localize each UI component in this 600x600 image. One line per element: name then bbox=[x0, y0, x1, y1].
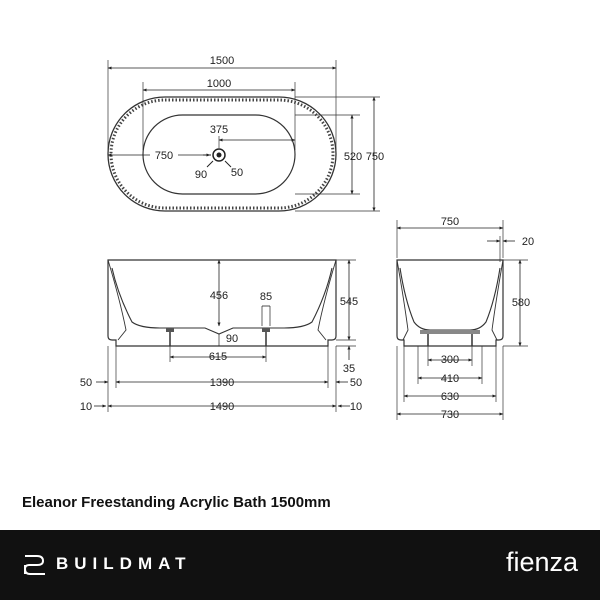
label-drain-b: 50 bbox=[231, 167, 243, 179]
label-left-edge: 10 bbox=[80, 401, 92, 413]
bath-inner-basin bbox=[142, 114, 296, 195]
side-base-frame bbox=[420, 330, 480, 334]
label-depth: 456 bbox=[210, 290, 228, 302]
label-right-edge: 10 bbox=[350, 401, 362, 413]
label-side-base-b: 630 bbox=[441, 391, 459, 403]
technical-drawing: 1500 1000 375 750 90 50 520 750 bbox=[80, 55, 534, 421]
front-left-foot bbox=[166, 328, 174, 346]
label-right-inset: 50 bbox=[350, 377, 362, 389]
plughole-icon bbox=[203, 148, 232, 168]
label-overall-width: 750 bbox=[366, 151, 384, 163]
label-inner-length: 1000 bbox=[207, 78, 231, 90]
front-elevation: 456 85 545 90 615 35 50 1390 50 10 1490 … bbox=[80, 259, 362, 413]
label-drain-a: 90 bbox=[195, 169, 207, 181]
label-overall-length: 1500 bbox=[210, 55, 234, 67]
label-drain-height: 90 bbox=[226, 333, 238, 345]
label-base-inner: 1390 bbox=[210, 377, 234, 389]
label-side-base-a: 410 bbox=[441, 373, 459, 385]
side-elevation: 750 20 580 300 410 630 730 bbox=[396, 216, 534, 421]
label-side-foot-spacing: 300 bbox=[441, 354, 459, 366]
label-drain-offset: 375 bbox=[210, 124, 228, 136]
front-right-foot bbox=[262, 328, 270, 346]
label-base-outer: 1490 bbox=[210, 401, 234, 413]
label-base-height: 35 bbox=[343, 363, 355, 375]
label-half-length: 750 bbox=[155, 150, 173, 162]
fienza-wordmark: fienza bbox=[505, 547, 578, 577]
label-foot-width: 85 bbox=[260, 291, 272, 303]
label-left-inset: 50 bbox=[80, 377, 92, 389]
label-foot-spacing: 615 bbox=[209, 351, 227, 363]
brand-footer: BUILDMAT fienza bbox=[0, 530, 600, 600]
label-height: 545 bbox=[340, 296, 358, 308]
label-side-height: 580 bbox=[512, 297, 530, 309]
label-side-base-c: 730 bbox=[441, 409, 459, 421]
label-inner-width: 520 bbox=[344, 151, 362, 163]
bath-rim-texture bbox=[109, 98, 335, 210]
label-side-lip: 20 bbox=[522, 236, 534, 248]
buildmat-wordmark: BUILDMAT bbox=[56, 554, 192, 573]
plan-view: 1500 1000 375 750 90 50 520 750 bbox=[107, 55, 384, 212]
buildmat-logo-icon bbox=[23, 555, 45, 575]
product-title: Eleanor Freestanding Acrylic Bath 1500mm bbox=[22, 494, 331, 511]
label-side-width: 750 bbox=[441, 216, 459, 228]
